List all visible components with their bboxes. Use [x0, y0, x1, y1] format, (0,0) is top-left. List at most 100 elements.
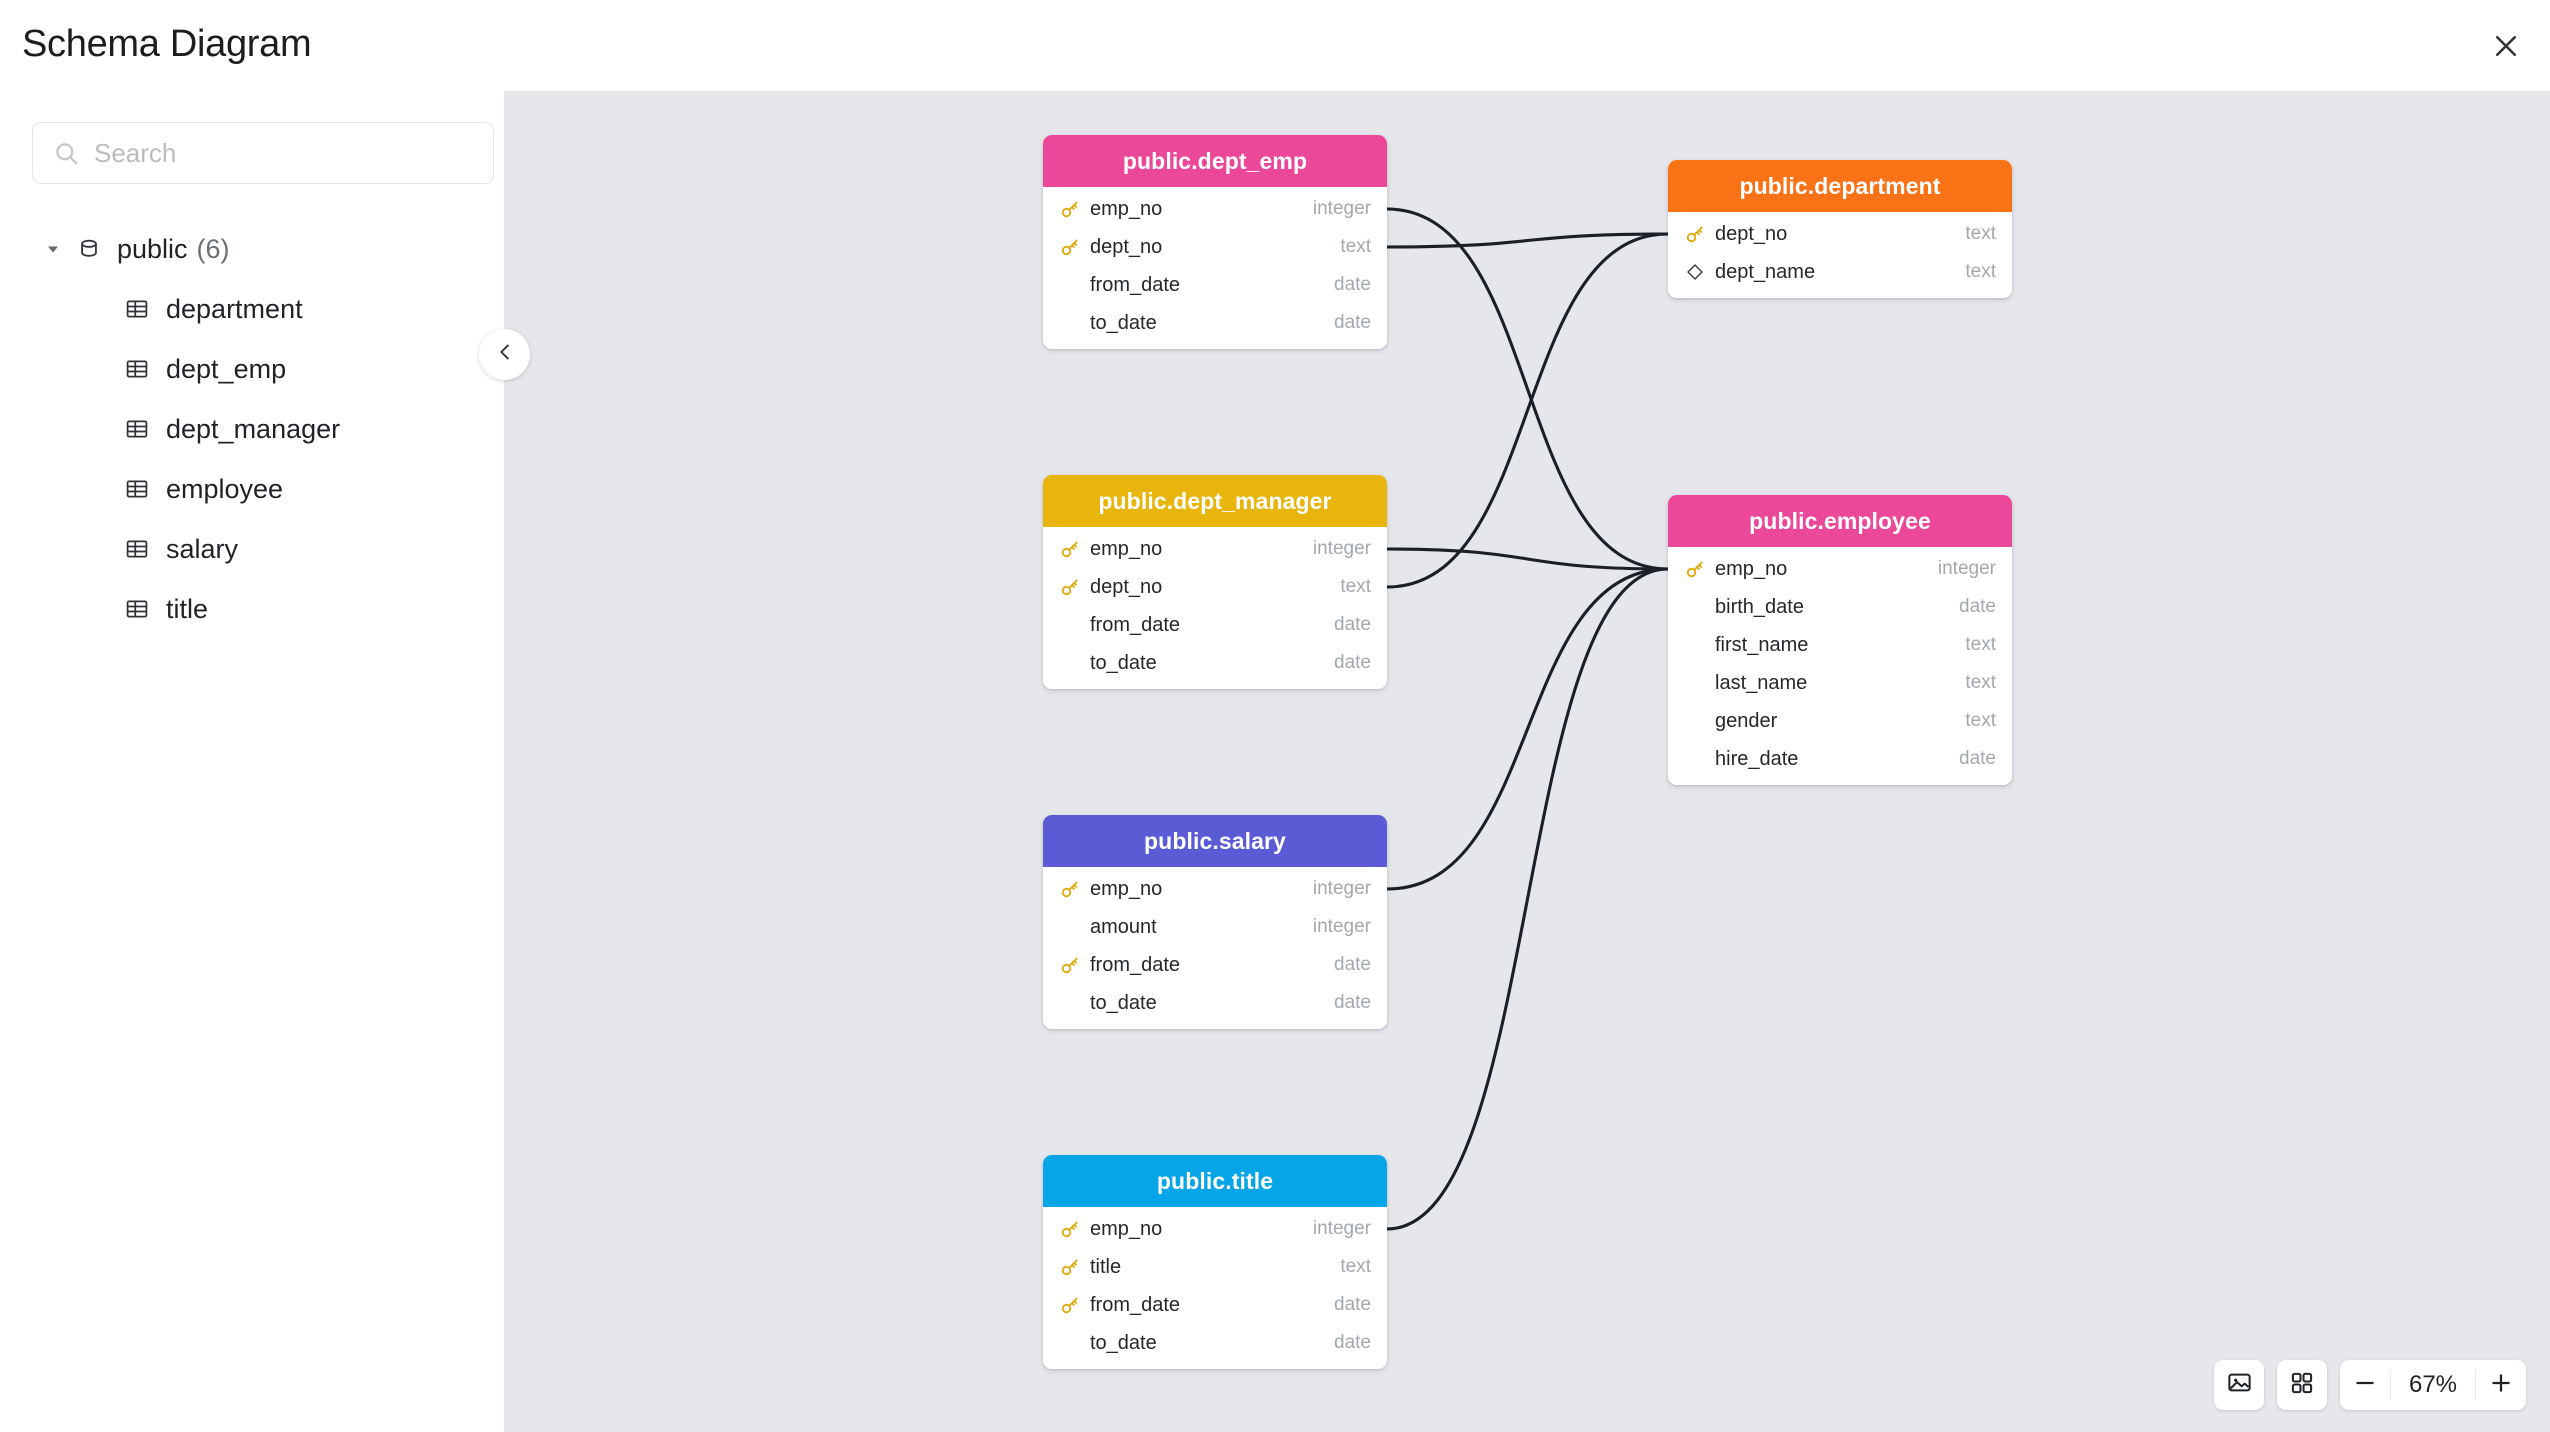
table-node-header[interactable]: public.dept_emp [1043, 135, 1387, 187]
column-name: from_date [1090, 954, 1181, 976]
table-node-title: public.dept_emp [1122, 147, 1308, 174]
tree-item-label: dept_manager [166, 414, 341, 444]
table-node-title: public.employee [1749, 507, 1931, 534]
table-icon [124, 416, 150, 442]
grid-icon [2289, 1370, 2315, 1401]
tree-item-table-title[interactable]: title [0, 579, 505, 639]
diamond-icon [1683, 261, 1706, 284]
table-node-header[interactable]: public.dept_manager [1043, 475, 1387, 527]
column-name: dept_name [1715, 261, 1816, 283]
key-icon [1058, 538, 1081, 561]
table-icon [124, 536, 150, 562]
edge-title-to-employee [1387, 567, 1669, 1229]
column-row[interactable]: from_date date [1043, 266, 1387, 304]
export-image-button[interactable] [2214, 1360, 2264, 1410]
table-icon [124, 596, 150, 622]
tree-item-label: title [166, 594, 209, 624]
column-name: first_name [1715, 634, 1809, 656]
tree-item-table-dept_manager[interactable]: dept_manager [0, 399, 505, 459]
key-icon [1058, 198, 1081, 221]
tree-item-label: public [117, 234, 188, 264]
table-node-title: public.salary [1144, 827, 1286, 854]
edge-dept_emp-to-employee [1387, 209, 1669, 571]
close-icon[interactable] [2484, 24, 2528, 68]
layout-grid-button[interactable] [2277, 1360, 2327, 1410]
page-title: Schema Diagram [22, 23, 312, 65]
zoom-in-button[interactable] [2476, 1360, 2526, 1410]
tree-table-list: department dept_emp dept_manager employee sa… [0, 279, 505, 639]
column-row[interactable]: birth_date date [1668, 588, 2012, 626]
column-name: emp_no [1090, 1218, 1163, 1240]
column-type: date [1334, 274, 1371, 295]
key-icon [1058, 878, 1081, 901]
column-name: dept_no [1715, 223, 1788, 245]
table-node-header[interactable]: public.employee [1668, 495, 2012, 547]
tree-item-label: department [166, 294, 303, 324]
key-icon [1058, 1218, 1081, 1241]
edge-dept_manager-to-employee [1387, 549, 1669, 571]
column-name: from_date [1090, 274, 1181, 296]
image-icon [2226, 1369, 2253, 1401]
key-icon [1683, 223, 1706, 246]
schema-tree: public (6) department dept_emp dept_manage… [0, 219, 505, 639]
key-icon [1058, 1294, 1081, 1317]
tree-item-table-department[interactable]: department [0, 279, 505, 339]
caret-down-icon[interactable] [42, 238, 64, 260]
tree-item-label: salary [166, 534, 239, 564]
tree-item-schema-public[interactable]: public (6) [0, 219, 505, 279]
zoom-out-button[interactable] [2340, 1360, 2390, 1410]
key-icon [1058, 236, 1081, 259]
tree-item-table-employee[interactable]: employee [0, 459, 505, 519]
column-name: emp_no [1715, 558, 1788, 580]
column-name: birth_date [1715, 596, 1804, 618]
table-node-header[interactable]: public.department [1668, 160, 2012, 212]
search-box[interactable] [32, 122, 494, 184]
column-type: integer [1312, 916, 1371, 937]
table-node-header[interactable]: public.title [1043, 1155, 1387, 1207]
column-type: date [1959, 596, 1996, 617]
search-input[interactable] [80, 137, 493, 169]
tree-item-table-salary[interactable]: salary [0, 519, 505, 579]
plus-icon [2488, 1370, 2514, 1401]
table-node-title: public.department [1739, 172, 1941, 199]
sidebar-collapse-button[interactable] [479, 329, 530, 380]
table-node-title: public.dept_manager [1098, 487, 1332, 514]
tree-item-table-dept_emp[interactable]: dept_emp [0, 339, 505, 399]
minus-icon [2352, 1370, 2378, 1401]
canvas-controls: 67% [2214, 1360, 2526, 1410]
table-node-header[interactable]: public.salary [1043, 815, 1387, 867]
